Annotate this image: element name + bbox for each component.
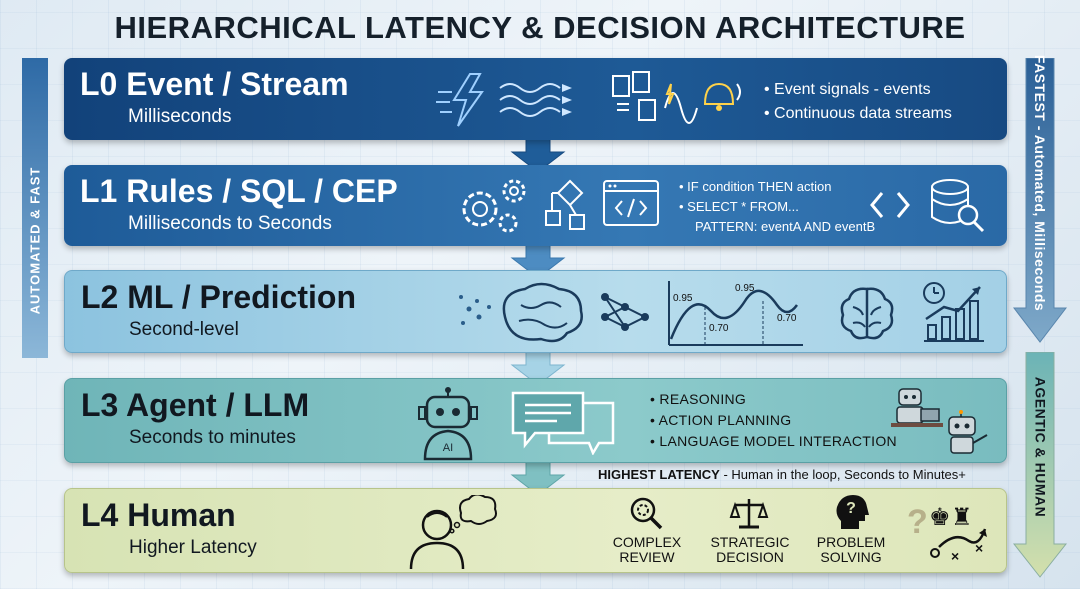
code-brackets-icon [870,192,910,218]
layer-subtitle: Milliseconds [128,106,232,127]
svg-text:?: ? [907,503,928,541]
bullet-item: ACTION PLANNING [650,410,897,431]
strategy-chess-icon: ? ♚ ♜ × × [907,503,987,564]
problem-solving-caption: PROBLEM SOLVING [816,534,886,565]
scales-icon [729,499,769,529]
bullet-item: PATTERN: eventA AND eventB [695,219,876,234]
bullet-item: IF condition THEN action [679,177,875,197]
documents-bell-icon [612,71,741,124]
svg-text:?: ? [846,500,856,517]
right-top-label: FASTEST - Automated, Milliseconds [1032,54,1048,312]
svg-text:♚: ♚ [929,503,951,531]
bullet-item: LANGUAGE MODEL INTERACTION [650,431,897,452]
bullet-item: Event signals - events [764,78,952,102]
layer-l3-agent-llm: L3 Agent / LLM Seconds to minutes AI REA… [64,378,1007,463]
prediction-chart-icon: 0.95 0.95 0.70 0.70 [668,281,803,346]
bullet-item: SELECT * FROM... [679,197,875,217]
growth-chart-clock-icon [923,282,984,342]
svg-text:×: × [951,548,959,564]
down-arrow-l1-l2 [510,244,566,278]
layer-subtitle: Second-level [129,319,239,340]
flowchart-icon [545,179,585,230]
svg-text:×: × [975,540,983,556]
chart-label: 0.95 [673,293,693,304]
right-arrow-top [1012,58,1068,343]
layer-title: L3 Agent / LLM [81,387,310,423]
layer-title: L4 Human [81,497,236,533]
right-arrow-bottom [1012,352,1068,578]
down-arrow-l0-l1 [510,138,566,172]
human-thinking-icon [409,495,497,570]
left-side-bar [22,58,48,358]
layer-subtitle: Seconds to minutes [129,427,296,448]
layer-subtitle: Higher Latency [129,537,257,558]
magnifier-gear-icon [630,497,663,530]
bullet-item: Continuous data streams [764,102,952,126]
layer-title: L1 Rules / SQL / CEP [80,173,398,209]
layer-l0-bullets: Event signals - events Continuous data s… [764,78,952,126]
layer-title: L0 Event / Stream [80,66,349,102]
question-head-icon: ? [836,495,869,529]
bullet-item: REASONING [650,389,897,410]
layer-subtitle: Milliseconds to Seconds [128,213,332,234]
layer-title: L2 ML / Prediction [81,279,356,315]
lightning-waves-icon [436,73,572,127]
brain-icon [840,287,894,340]
layer-l2-ml-prediction: L2 ML / Prediction Second-level 0.95 0.9… [64,270,1007,353]
diagram-title: HIERARCHICAL LATENCY & DECISION ARCHITEC… [114,10,966,45]
left-side-label: AUTOMATED & FAST [27,166,43,314]
chart-label: 0.95 [735,283,755,294]
database-search-icon [931,179,985,233]
complex-review-caption: COMPLEX REVIEW [612,534,682,565]
ai-robot-icon: AI [418,387,478,461]
down-arrow-l2-l3 [510,351,566,385]
svg-text:♜: ♜ [951,503,973,531]
brain-network-icon [459,282,649,343]
chart-label: 0.70 [777,313,797,324]
down-arrow-l3-l4 [510,461,566,495]
layer-l1-rules-sql-cep: L1 Rules / SQL / CEP Milliseconds to Sec… [64,165,1007,246]
robot-label: AI [443,442,453,454]
chart-label: 0.70 [709,323,729,334]
layer-l3-bullets: REASONING ACTION PLANNING LANGUAGE MODEL… [650,389,897,452]
strategic-decision-caption: STRATEGIC DECISION [710,534,790,565]
layer-l1-bullets: IF condition THEN action SELECT * FROM..… [679,177,875,237]
layer-l4-human: L4 Human Higher Latency COMPLEX REVIEW S… [64,488,1007,573]
right-bottom-label: AGENTIC & HUMAN [1032,376,1048,518]
robots-working-icon [891,388,988,454]
layer-l0-event-stream: L0 Event / Stream Milliseconds Event sig… [64,58,1007,140]
code-window-icon [603,180,659,226]
chat-bubbles-icon [511,391,615,455]
highest-latency-note: HIGHEST LATENCY - Human in the loop, Sec… [598,467,966,482]
gears-icon [462,179,526,233]
